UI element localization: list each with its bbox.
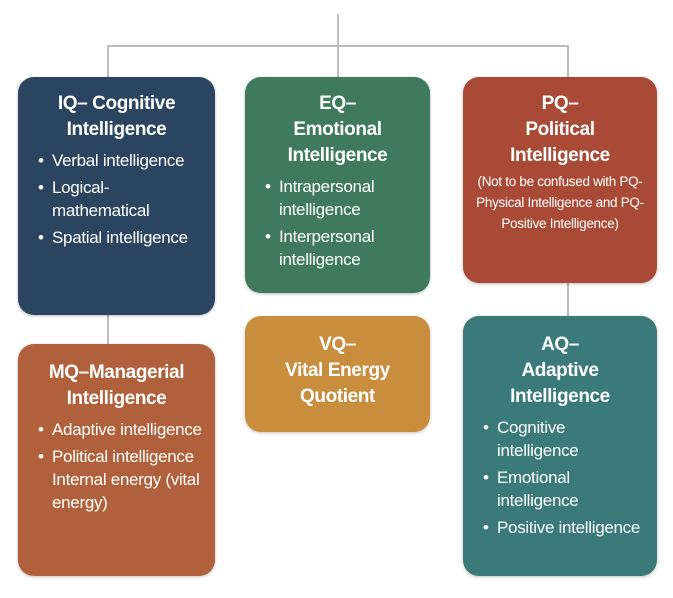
aq-item: Cognitive intelligence — [483, 416, 647, 462]
pq-title: PQ– — [541, 93, 579, 114]
mq-item: Political intelligence — [38, 445, 205, 468]
eq-title-3: Intelligence — [287, 145, 388, 166]
connector-iq — [107, 45, 109, 77]
mq-item: Adaptive intelligence — [38, 418, 205, 441]
connector-root — [337, 14, 339, 47]
aq-title-3: Intelligence — [510, 386, 610, 407]
pq-title-2: Political — [525, 119, 595, 140]
iq-item: Spatial intelligence — [38, 226, 205, 249]
mq-title: MQ–Managerial — [48, 362, 185, 383]
mq-item: Internal energy (vital energy) — [52, 470, 200, 512]
connector-iq-mq — [107, 315, 109, 344]
connector-pq — [567, 45, 569, 77]
mq-title-2: Intelligence — [66, 388, 167, 409]
iq-item: Logical-mathematical — [38, 176, 205, 222]
connector-pq-aq — [567, 283, 569, 316]
connector-eq — [337, 45, 339, 77]
vq-title: VQ– — [319, 334, 356, 355]
pq-note: (Not to be confused with PQ-Physical Int… — [476, 174, 644, 231]
eq-item: Intrapersonal intelligence — [265, 175, 420, 221]
aq-title: AQ– — [541, 334, 579, 355]
iq-item: Verbal intelligence — [38, 149, 205, 172]
eq-title: EQ– — [319, 93, 356, 114]
aq-item: Emotional intelligence — [483, 466, 647, 512]
pq-title-3: Intelligence — [510, 145, 610, 166]
eq-title-2: Emotional — [293, 119, 382, 140]
eq-item: Interpersonal intelligence — [265, 225, 420, 271]
vq-title-3: Quotient — [300, 386, 375, 407]
vq-title-2: Vital Energy — [285, 360, 390, 381]
iq-title: IQ– Cognitive — [57, 93, 176, 114]
iq-title-2: Intelligence — [66, 119, 167, 140]
aq-item: Positive intelligence — [483, 516, 647, 539]
aq-title-2: Adaptive — [521, 360, 599, 381]
